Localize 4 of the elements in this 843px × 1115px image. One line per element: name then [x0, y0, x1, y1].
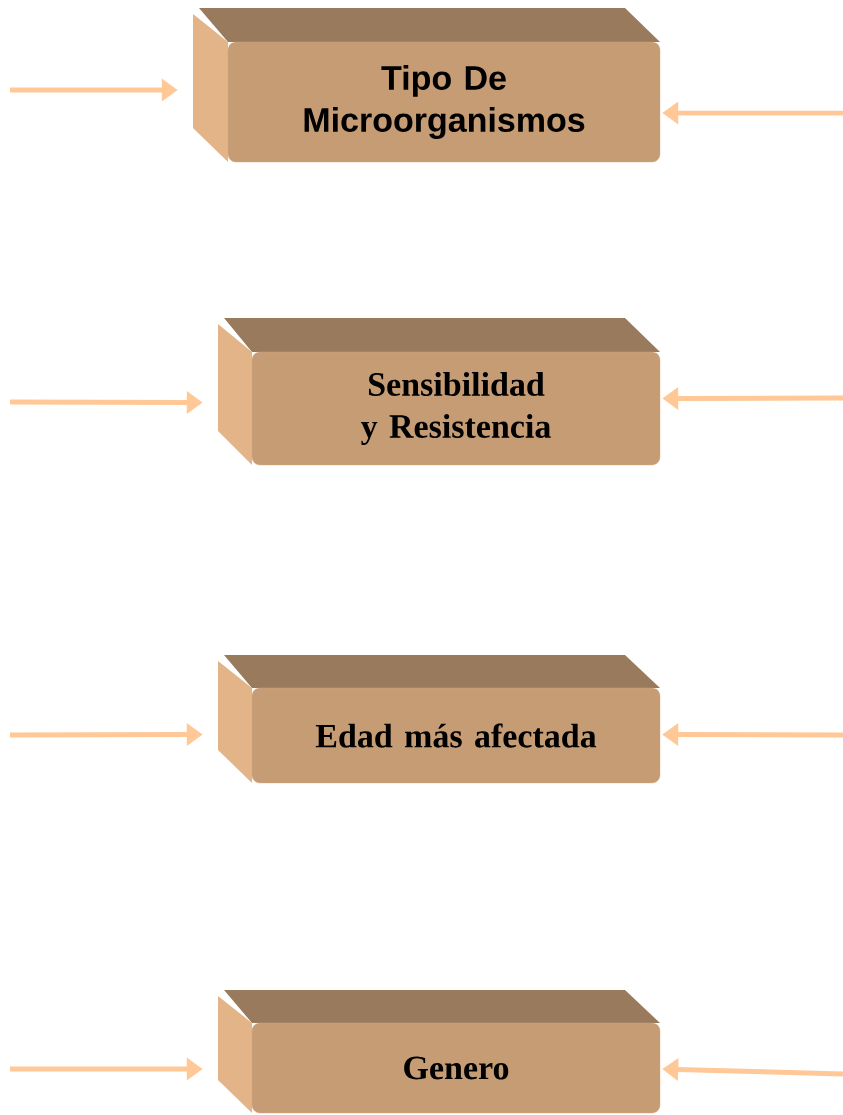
box-3d: Edad más afectada	[218, 655, 661, 784]
box-3d: Tipo De Microorganismos	[193, 8, 661, 163]
box-3d: Genero	[218, 990, 661, 1114]
box-3d: Sensibilidad y Resistencia	[218, 318, 661, 466]
